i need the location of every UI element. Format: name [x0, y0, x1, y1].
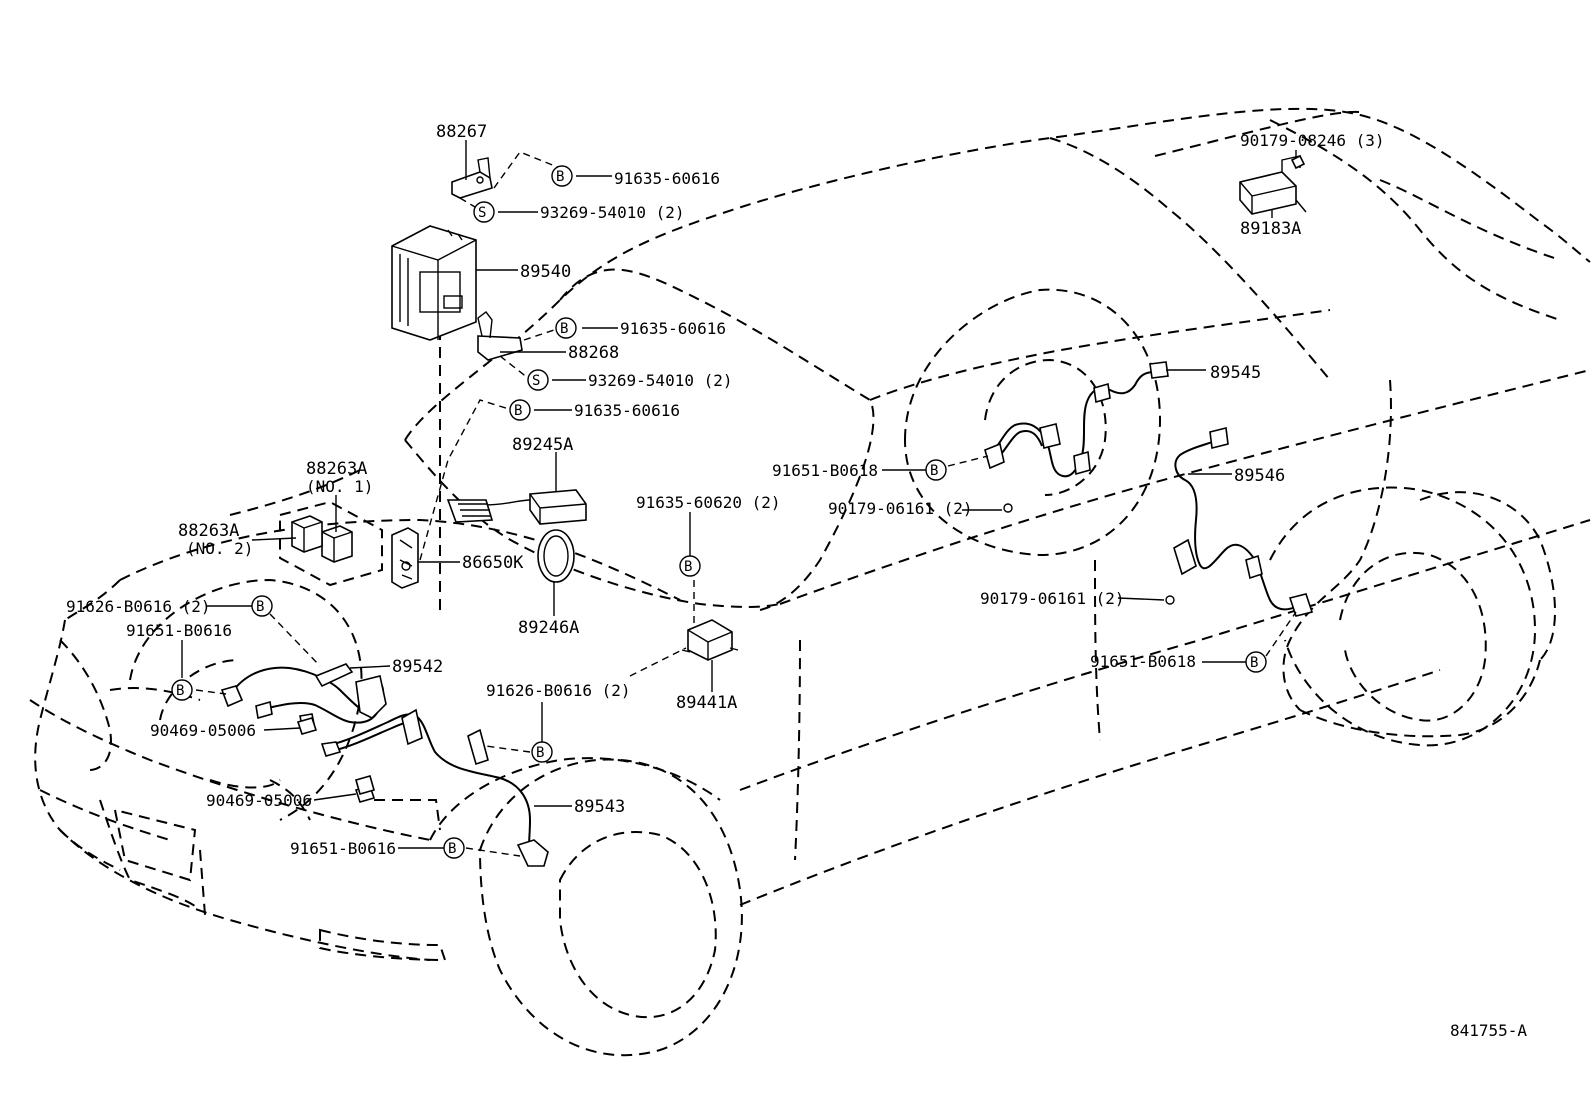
- label-91635-60620: 91635-60620 (2): [636, 493, 781, 512]
- label-90469-05006: 90469-05006: [150, 721, 256, 740]
- label-88263A: 88263A: [306, 459, 367, 479]
- label-91651-B0616: 91651-B0616: [290, 839, 396, 858]
- svg-text:B: B: [556, 169, 564, 185]
- svg-text:B: B: [560, 321, 568, 337]
- label-89441A: 89441A: [676, 693, 737, 713]
- label-91651-B0618: 91651-B0618: [772, 461, 878, 480]
- bolt-symbol: B: [171, 679, 193, 701]
- svg-text:B: B: [930, 463, 938, 479]
- rear-left-harness-89545: [984, 361, 1169, 478]
- label-90179-06161: 90179-06161 (2): [828, 499, 973, 518]
- label-91635-60616: 91635-60616: [574, 401, 680, 420]
- bolt-symbol: B: [555, 317, 577, 339]
- label-89183A: 89183A: [1240, 219, 1301, 239]
- label-89545: 89545: [1210, 363, 1261, 383]
- label-88268: 88268: [568, 343, 619, 363]
- part-labels: 88267 91635-60616 93269-54010 (2) 89540 …: [66, 122, 1385, 858]
- svg-text:B: B: [448, 841, 456, 857]
- label-89246A: 89246A: [518, 618, 579, 638]
- bracket-88268: [477, 311, 523, 361]
- label-89542: 89542: [392, 657, 443, 677]
- label-86650K: 86650K: [462, 553, 524, 573]
- bracket-88267: [451, 157, 493, 199]
- label-88263A: 88263A: [178, 521, 239, 541]
- label-91635-60616: 91635-60616: [614, 169, 720, 188]
- svg-text:B: B: [1250, 655, 1258, 671]
- svg-text:B: B: [514, 403, 522, 419]
- screw-symbol: S: [473, 201, 495, 223]
- bolt-symbol: B: [551, 165, 573, 187]
- bolt-symbol: B: [443, 837, 465, 859]
- screw-symbol: S: [527, 369, 549, 391]
- svg-text:S: S: [532, 373, 540, 389]
- label-90179-06161: 90179-06161 (2): [980, 589, 1125, 608]
- bolt-symbol: B: [679, 555, 701, 577]
- relay-88263A-no2: [291, 515, 323, 553]
- label-88267: 88267: [436, 122, 487, 142]
- clip-90469-a: [296, 717, 318, 735]
- fastener-symbols: B S B S B B B B B B B B: [171, 165, 1267, 859]
- label-88263A-sub: (NO. 2): [186, 539, 253, 558]
- label-93269-54010: 93269-54010 (2): [588, 371, 733, 390]
- label-89540: 89540: [520, 262, 571, 282]
- sensor-ring-89246A: [537, 529, 575, 583]
- label-90179-08246: 90179-08246 (3): [1240, 131, 1385, 150]
- bolt-symbol: B: [925, 459, 947, 481]
- svg-text:S: S: [478, 205, 486, 221]
- svg-text:B: B: [176, 683, 184, 699]
- bolt-symbol: B: [251, 595, 273, 617]
- label-89543: 89543: [574, 797, 625, 817]
- nut-90179-06161-b: [1165, 595, 1175, 605]
- front-right-harness-89543: [320, 708, 549, 867]
- buzzer-86650K: [391, 527, 419, 589]
- relay-88263A-no1: [321, 525, 353, 563]
- label-91651-B0616: 91651-B0616: [126, 621, 232, 640]
- bolt-symbol: B: [531, 741, 553, 763]
- leaders: [181, 151, 1297, 857]
- label-93269-54010: 93269-54010 (2): [540, 203, 685, 222]
- abs-ecu-89540: [391, 225, 477, 341]
- svg-text:B: B: [684, 559, 692, 575]
- label-89245A: 89245A: [512, 435, 573, 455]
- front-left-harness-89542: [220, 663, 387, 727]
- label-91651-B0618: 91651-B0618: [1090, 652, 1196, 671]
- label-91635-60616: 91635-60616: [620, 319, 726, 338]
- clip-90469-b: [355, 775, 375, 795]
- svg-text:B: B: [256, 599, 264, 615]
- bolt-symbol: B: [509, 399, 531, 421]
- rear-right-harness-89546: [1173, 427, 1314, 617]
- label-89546: 89546: [1234, 466, 1285, 486]
- car-body-outline: [29, 107, 1591, 1057]
- nut-90179-06161-a: [1003, 503, 1013, 513]
- drawing-reference-number: 841755-A: [1450, 1021, 1527, 1040]
- bolt-symbol: B: [1245, 651, 1267, 673]
- svg-text:B: B: [536, 745, 544, 761]
- label-91626-B0616: 91626-B0616 (2): [486, 681, 631, 700]
- yaw-sensor-89441A: [681, 619, 739, 661]
- parts-drawing: [220, 140, 1314, 867]
- label-90469-05006: 90469-05006: [206, 791, 312, 810]
- steering-sensor-89245A: [446, 489, 587, 525]
- label-91626-B0616: 91626-B0616 (2): [66, 597, 211, 616]
- label-88263A-sub: (NO. 1): [306, 477, 373, 496]
